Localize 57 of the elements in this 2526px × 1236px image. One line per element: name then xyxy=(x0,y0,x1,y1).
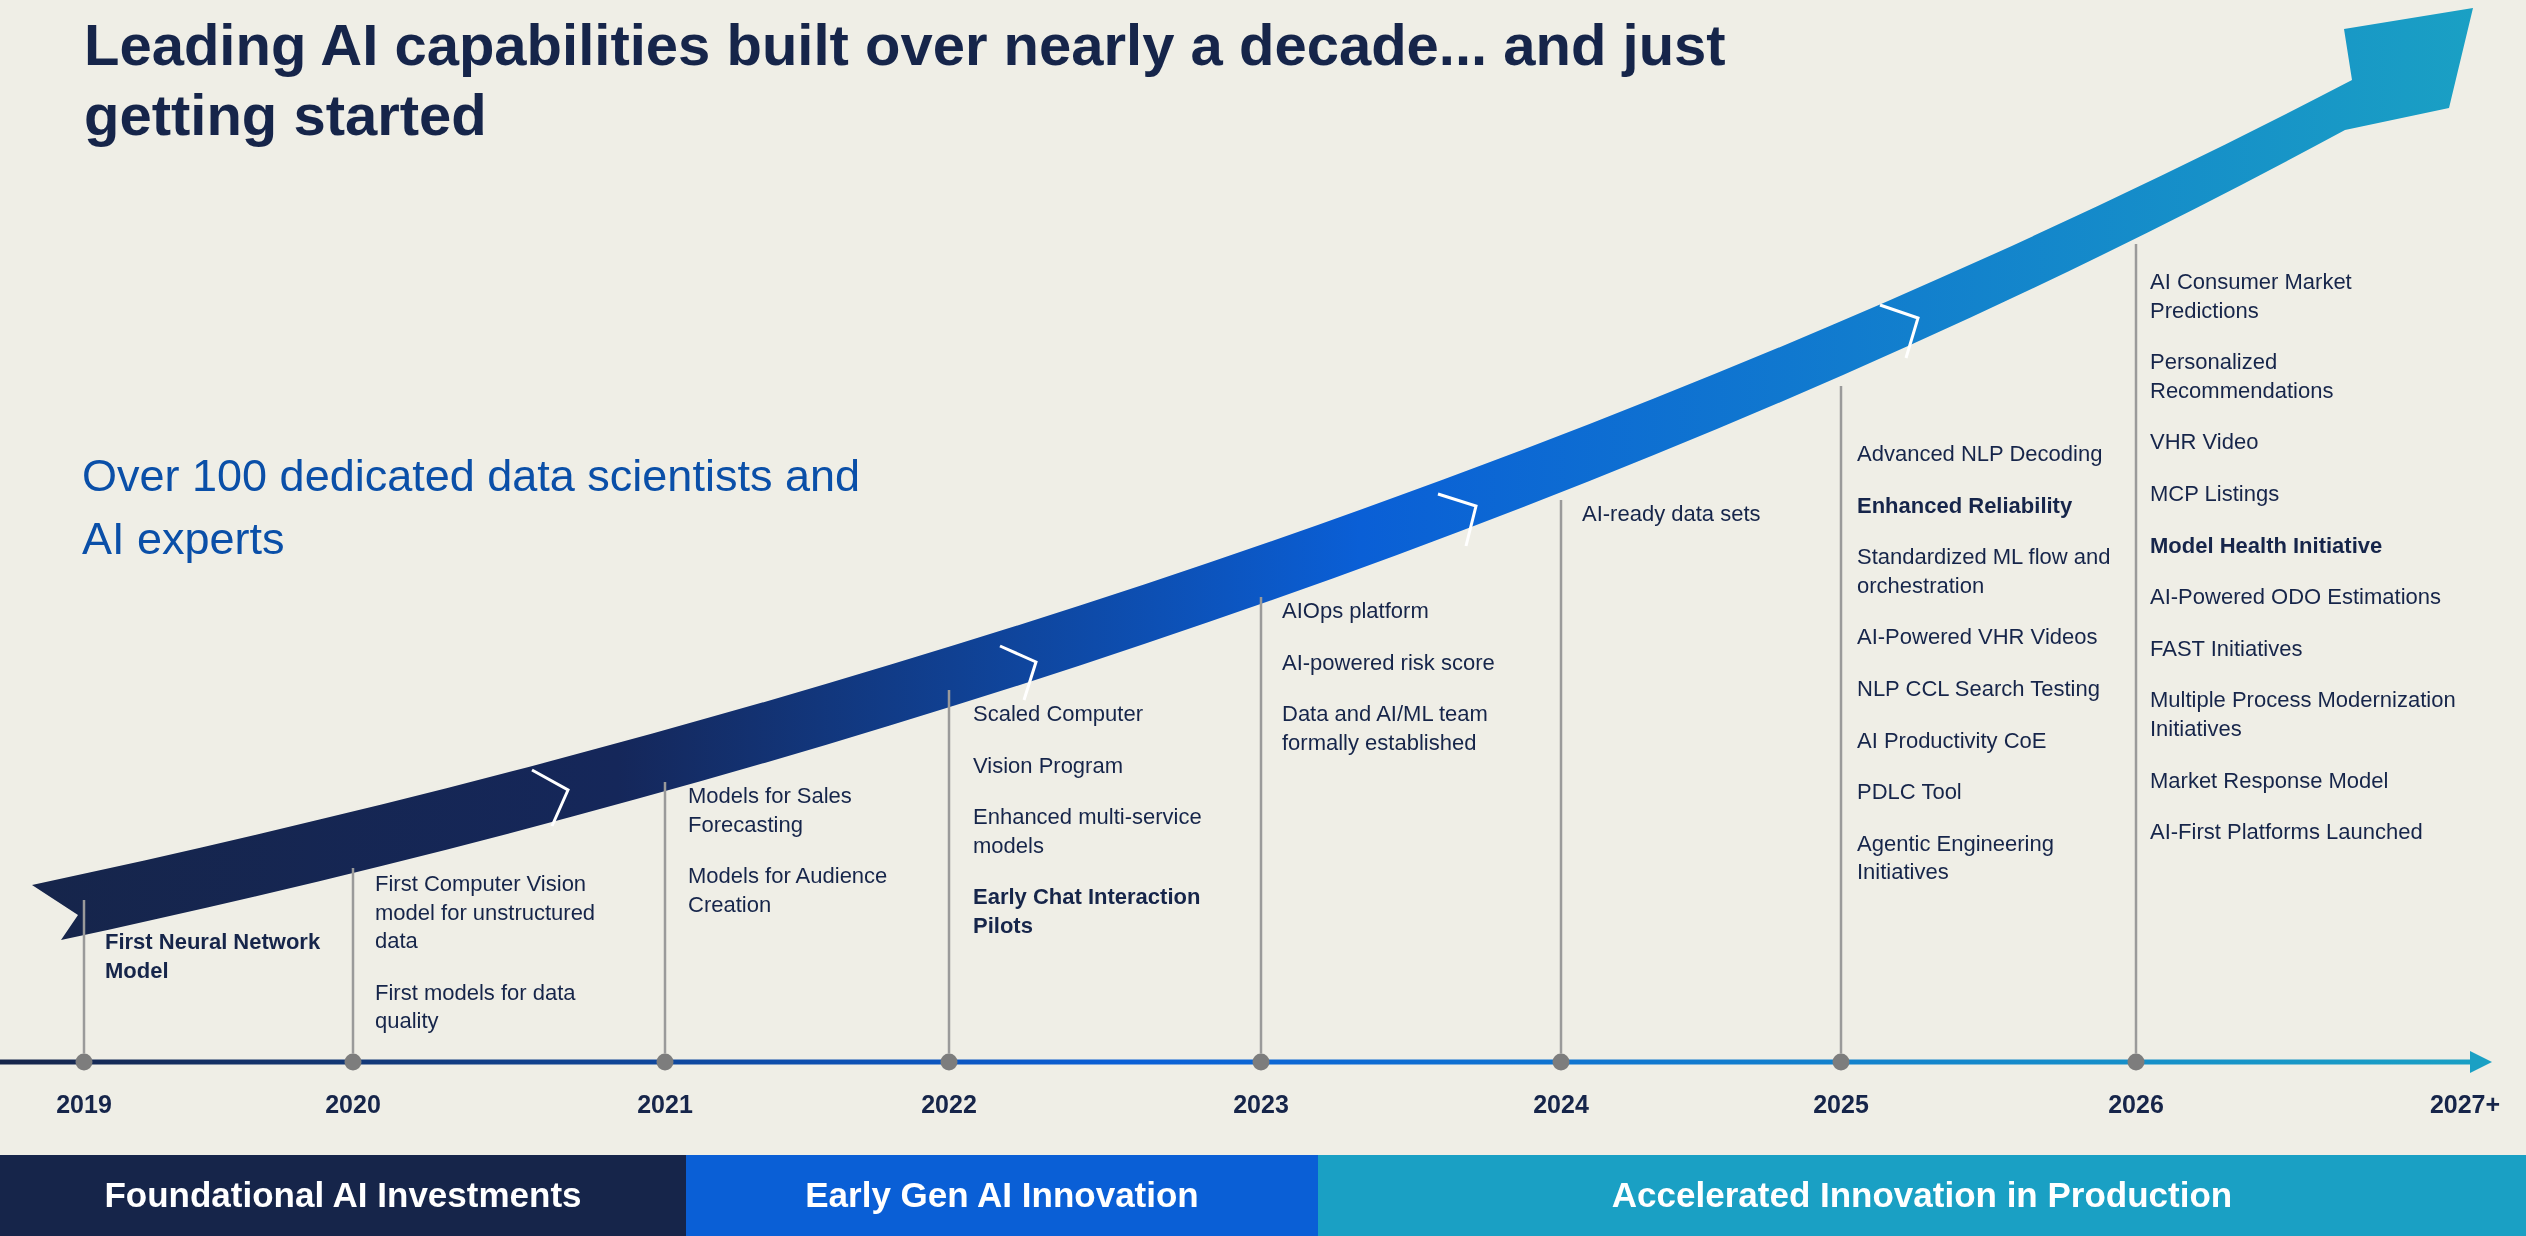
timeline-dot xyxy=(1252,1053,1270,1071)
milestone-text: Data and AI/ML team formally established xyxy=(1282,700,1489,757)
year-label: 2022 xyxy=(920,1089,978,1120)
milestone-text: Early Chat Interaction Pilots xyxy=(973,883,1202,940)
year-label: 2024 xyxy=(1532,1089,1590,1120)
milestone-text: Scaled Computer xyxy=(973,700,1144,728)
milestone-text: AI Consumer Market Predictions xyxy=(2150,268,2353,325)
timeline-dot xyxy=(656,1053,674,1071)
phase-band: Early Gen AI Innovation xyxy=(686,1155,1318,1236)
milestone-text: AI-Powered ODO Estimations xyxy=(2150,583,2442,612)
milestone-text: AI-First Platforms Launched xyxy=(2150,818,2424,847)
phase-band: Foundational AI Investments xyxy=(0,1155,686,1236)
stem-line xyxy=(1259,597,1263,1054)
milestone-text: First Neural Network Model xyxy=(105,928,322,985)
milestone-text: Multiple Process Modernization Initiatives xyxy=(2150,686,2457,743)
milestone-text: Vision Program xyxy=(973,751,1124,780)
milestone-text: Enhanced Reliability xyxy=(1857,491,2074,520)
milestone-text: Standardized ML flow and orchestration xyxy=(1857,543,2112,600)
year-label: 2023 xyxy=(1232,1089,1290,1120)
milestone-text: Market Response Model xyxy=(2150,766,2390,795)
phase-band: Accelerated Innovation in Production xyxy=(1318,1155,2526,1236)
year-label: 2020 xyxy=(324,1089,382,1120)
milestone-text: Agentic Engineering Initiatives xyxy=(1857,829,2055,887)
milestone-text: AIOps platform xyxy=(1282,597,1430,625)
year-label: 2021 xyxy=(636,1089,694,1120)
stem-line xyxy=(351,868,355,1054)
timeline-dot xyxy=(1552,1053,1570,1071)
milestone-text: AI-Powered VHR Videos xyxy=(1857,623,2099,652)
milestone-text: MCP Listings xyxy=(2150,479,2281,508)
year-label: 2027+ xyxy=(2428,1089,2502,1120)
milestone-text: Models for Sales Forecasting xyxy=(688,782,853,839)
milestone-text: NLP CCL Search Testing xyxy=(1857,674,2101,703)
milestone-text: FAST Initiatives xyxy=(2150,634,2304,663)
callout-text: Over 100 dedicated data scientists and AI experts xyxy=(82,449,861,566)
stem-line xyxy=(1559,500,1563,1054)
timeline-dot xyxy=(75,1053,93,1071)
year-label: 2026 xyxy=(2107,1089,2165,1120)
milestone-text: Enhanced multi-service models xyxy=(973,803,1203,860)
milestone-text: PDLC Tool xyxy=(1857,778,1963,807)
milestone-text: VHR Video xyxy=(2150,428,2260,457)
milestone-text: AI-ready data sets xyxy=(1582,500,1762,528)
milestone-text: First Computer Vision model for unstructured data xyxy=(375,870,597,956)
milestone-text: Model Health Initiative xyxy=(2150,531,2384,560)
timeline-dot xyxy=(1832,1053,1850,1071)
year-label: 2019 xyxy=(55,1089,113,1120)
timeline-dot xyxy=(2127,1053,2145,1071)
timeline-dot xyxy=(344,1053,362,1071)
year-label: 2025 xyxy=(1812,1089,1870,1120)
stem-line xyxy=(1839,386,1843,1054)
milestone-text: Models for Audience Creation xyxy=(688,862,889,919)
milestone-text: AI Productivity CoE xyxy=(1857,726,2048,755)
milestone-text: AI-powered risk score xyxy=(1282,648,1496,677)
title: Leading AI capabilities built over nearly a decade... and just getting started xyxy=(84,11,1727,149)
milestone-text: First models for data quality xyxy=(375,978,577,1036)
milestone-text: Advanced NLP Decoding xyxy=(1857,440,2104,468)
timeline-dot xyxy=(940,1053,958,1071)
milestone-text: Personalized Recommendations xyxy=(2150,348,2335,405)
